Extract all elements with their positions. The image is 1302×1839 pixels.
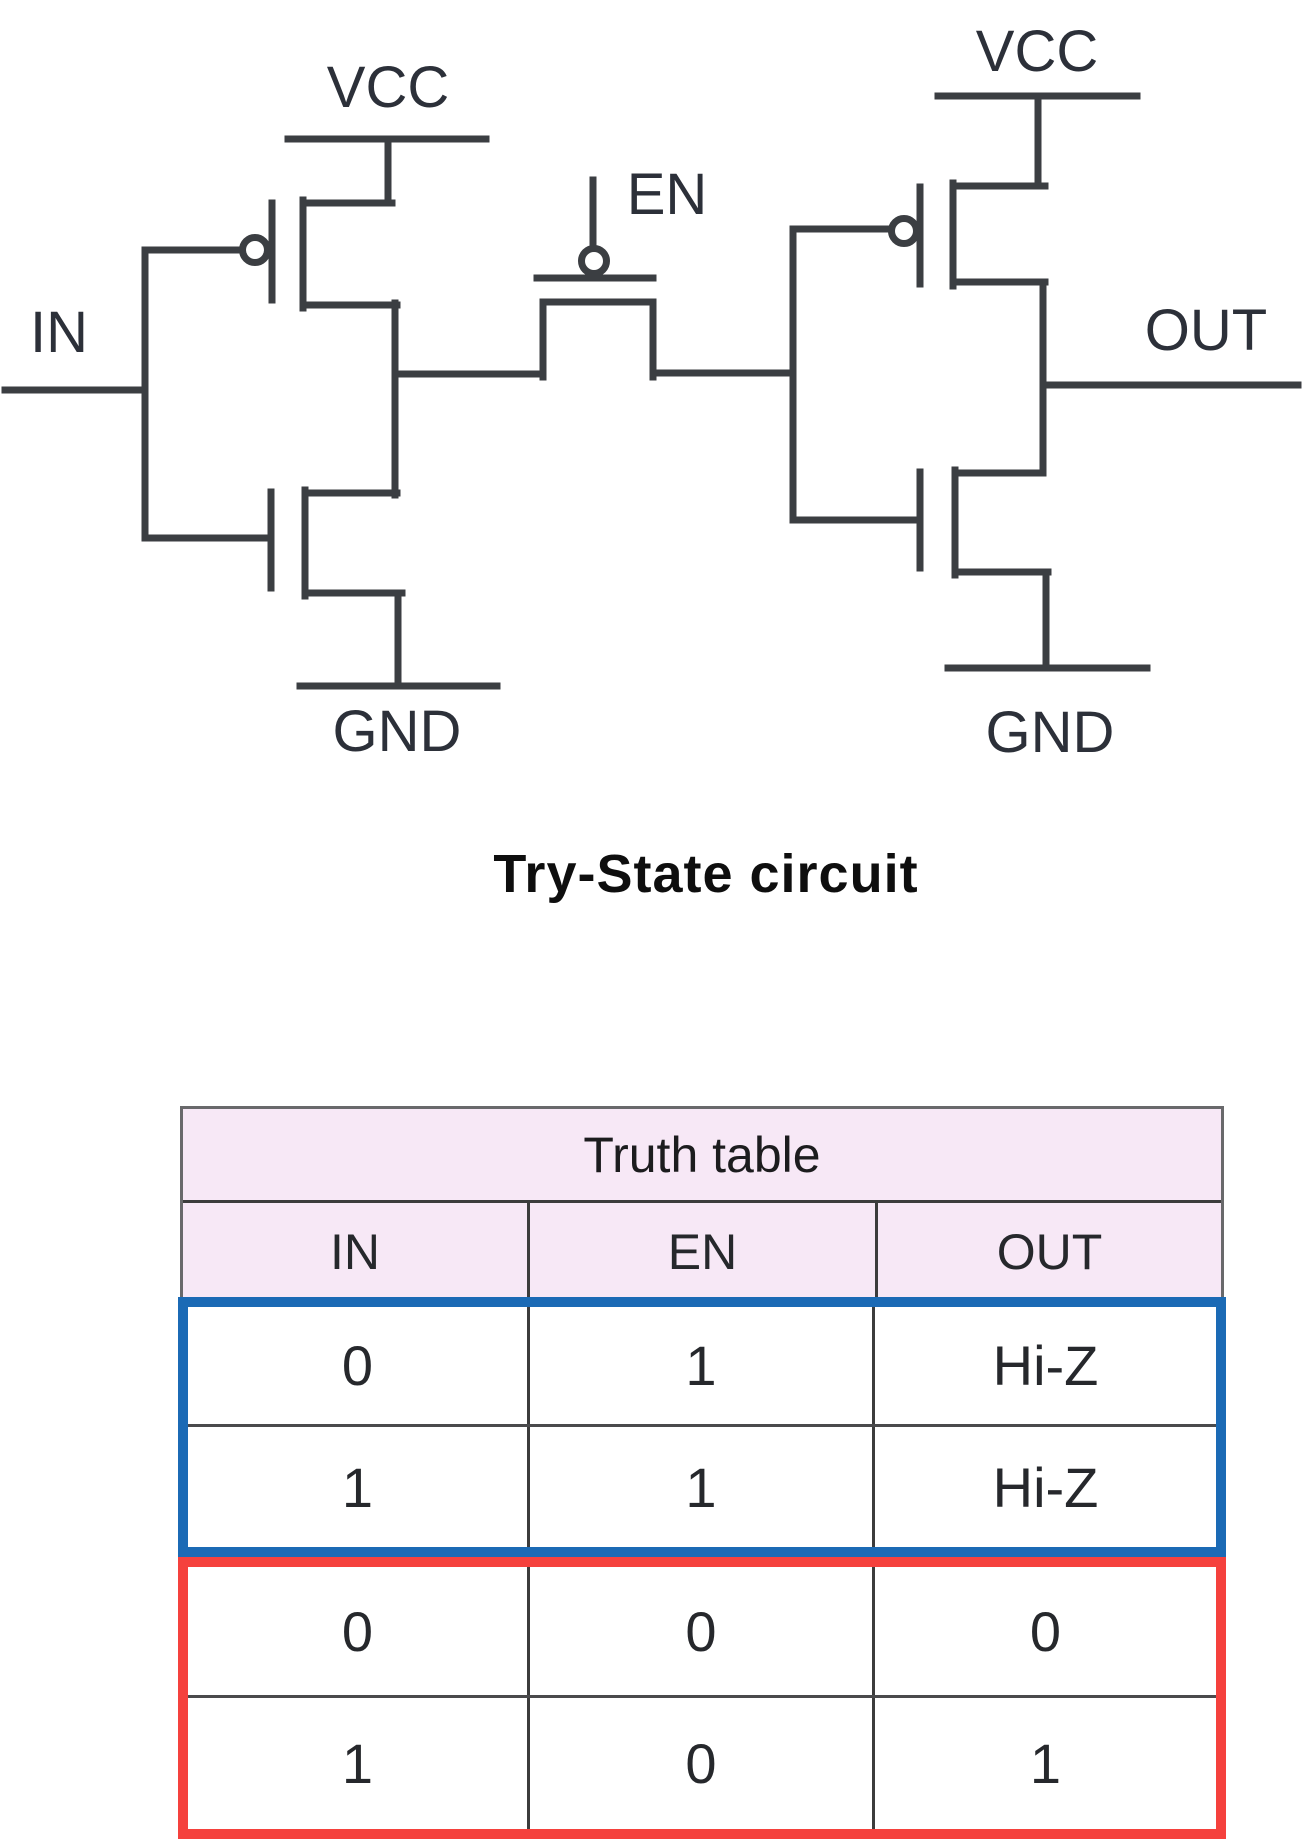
circuit-caption: Try-State circuit xyxy=(493,844,919,904)
en-bubble-icon xyxy=(578,245,610,277)
column-header-out: OUT xyxy=(996,1223,1103,1280)
table-cell: 1 xyxy=(188,1698,530,1829)
truth-table-header-row: IN EN OUT xyxy=(183,1203,1221,1300)
truth-table-title: Truth table xyxy=(183,1109,1221,1203)
en-channel xyxy=(539,298,657,381)
table-cell: 0 xyxy=(875,1567,1216,1695)
gnd-left-label: GND xyxy=(333,699,462,764)
table-cell: 0 xyxy=(188,1567,530,1695)
enable-pass-transistor xyxy=(533,176,797,381)
table-row: 0 0 0 xyxy=(188,1567,1216,1698)
table-cell: 1 xyxy=(188,1427,530,1547)
table-cell: 0 xyxy=(530,1567,875,1695)
table-cell: Hi-Z xyxy=(875,1307,1216,1424)
table-row: 1 0 1 xyxy=(188,1698,1216,1829)
table-cell: Hi-Z xyxy=(875,1427,1216,1547)
tri-state-circuit-schematic: VCC VCC EN IN OUT GND GND xyxy=(1,19,1302,765)
en-label: EN xyxy=(627,162,708,227)
table-row: 0 1 Hi-Z xyxy=(188,1307,1216,1427)
left-inverter xyxy=(1,135,547,690)
column-header-in: IN xyxy=(183,1203,530,1300)
table-row: 1 1 Hi-Z xyxy=(188,1427,1216,1547)
left-pmos-bubble-icon xyxy=(239,234,271,266)
right-inverter xyxy=(789,92,1302,672)
table-cell: 0 xyxy=(188,1307,530,1424)
vcc-left-label: VCC xyxy=(327,55,449,120)
gnd-right-label: GND xyxy=(986,700,1115,765)
in-label: IN xyxy=(30,300,88,365)
vcc-right-label: VCC xyxy=(976,19,1098,84)
right-pmos-bubble-icon xyxy=(888,215,920,247)
table-cell: 0 xyxy=(530,1698,875,1829)
table-cell: 1 xyxy=(875,1698,1216,1829)
table-cell: 1 xyxy=(530,1307,875,1424)
active-highlight-box: 0 0 0 1 0 1 xyxy=(178,1557,1226,1839)
out-label: OUT xyxy=(1145,298,1267,363)
column-header-en: EN xyxy=(530,1203,878,1300)
hi-z-highlight-box: 0 1 Hi-Z 1 1 Hi-Z xyxy=(178,1297,1226,1557)
table-cell: 1 xyxy=(530,1427,875,1547)
